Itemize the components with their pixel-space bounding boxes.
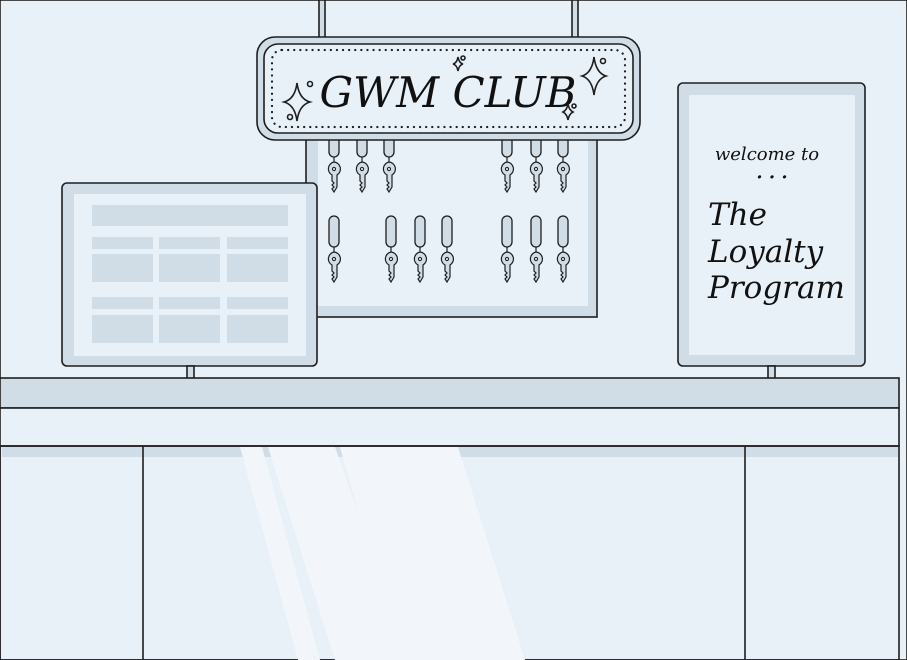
key-icon — [384, 215, 399, 284]
key-icon — [440, 215, 455, 284]
poster-welcome: welcome to — [715, 144, 819, 165]
monitor-screen-table — [92, 205, 288, 343]
sparkle-icon — [561, 103, 575, 121]
key-icon — [529, 215, 544, 284]
hanging-sign: GWM CLUB — [256, 0, 641, 141]
sign-rod-right — [571, 0, 579, 39]
sparkle-icon — [579, 56, 609, 96]
reception-counter — [0, 377, 900, 660]
key-icon — [413, 215, 428, 284]
key-icon — [556, 215, 571, 284]
key-icon — [500, 215, 515, 284]
sparkle-icons — [280, 55, 609, 122]
key-icon — [327, 215, 342, 284]
loyalty-poster: welcome to · · · The Loyalty Program — [677, 82, 866, 397]
poster-dots: · · · — [756, 167, 787, 188]
counter-top — [0, 377, 900, 409]
sparkle-icon — [280, 82, 314, 122]
poster-line-3: Program — [707, 270, 845, 306]
sparkle-icon — [452, 56, 464, 72]
sign-title: GWM CLUB — [319, 68, 576, 117]
poster-line-1: The — [708, 197, 767, 233]
key-board — [305, 119, 598, 318]
poster-line-2: Loyalty — [707, 234, 824, 270]
monitor — [61, 182, 318, 397]
sign-rod-left — [318, 0, 326, 39]
